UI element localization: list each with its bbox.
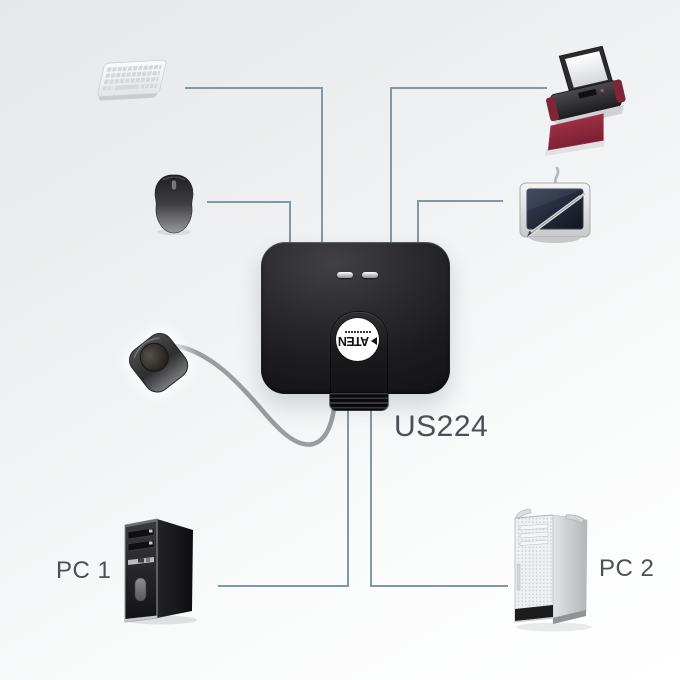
remote-cable bbox=[173, 343, 338, 447]
port1-led bbox=[337, 272, 353, 278]
connection-pc1-line bbox=[218, 400, 349, 587]
tablet-screen bbox=[526, 188, 584, 230]
mouse-icon bbox=[148, 172, 200, 241]
pc1-drive-bay bbox=[127, 527, 155, 540]
port2-led bbox=[362, 272, 378, 278]
pc2-drive-slot bbox=[519, 523, 549, 531]
pc1-drive-bay bbox=[127, 539, 155, 552]
printer-paper bbox=[565, 51, 608, 88]
device-connector-ridges bbox=[330, 393, 388, 410]
aten-logo-tagline bbox=[344, 331, 371, 334]
printer-icon bbox=[532, 44, 634, 163]
connection-tablet-line bbox=[417, 200, 503, 242]
pc2-tower-icon bbox=[506, 506, 600, 639]
connection-pc2-line bbox=[370, 400, 508, 587]
connection-keyboard-line bbox=[185, 87, 323, 242]
remote-button bbox=[139, 342, 169, 372]
pc1-power-vent bbox=[134, 577, 147, 602]
remote-selector-icon bbox=[123, 327, 194, 398]
aten-logo-triangle-icon bbox=[370, 337, 377, 346]
pc2-drive-slot bbox=[519, 531, 549, 539]
aten-logo-text: ATEN bbox=[338, 334, 370, 349]
pc2-handle bbox=[565, 514, 585, 524]
pc2-label: PC 2 bbox=[599, 555, 655, 582]
pc1-tower-icon bbox=[116, 512, 202, 631]
printer-output-sheet bbox=[547, 113, 604, 151]
graphics-tablet-icon bbox=[506, 166, 602, 255]
tablet-pen bbox=[527, 192, 586, 237]
keyboard-icon bbox=[88, 54, 172, 111]
connection-mouse-line bbox=[207, 201, 291, 242]
pc2-base-band bbox=[515, 605, 553, 621]
tablet-cable bbox=[554, 166, 560, 186]
connection-printer-line bbox=[390, 87, 547, 242]
aten-logo: ATEN bbox=[336, 318, 379, 361]
mouse-wheel bbox=[170, 179, 177, 191]
device-model-label: US224 bbox=[394, 410, 489, 443]
pc1-label: PC 1 bbox=[56, 557, 112, 584]
